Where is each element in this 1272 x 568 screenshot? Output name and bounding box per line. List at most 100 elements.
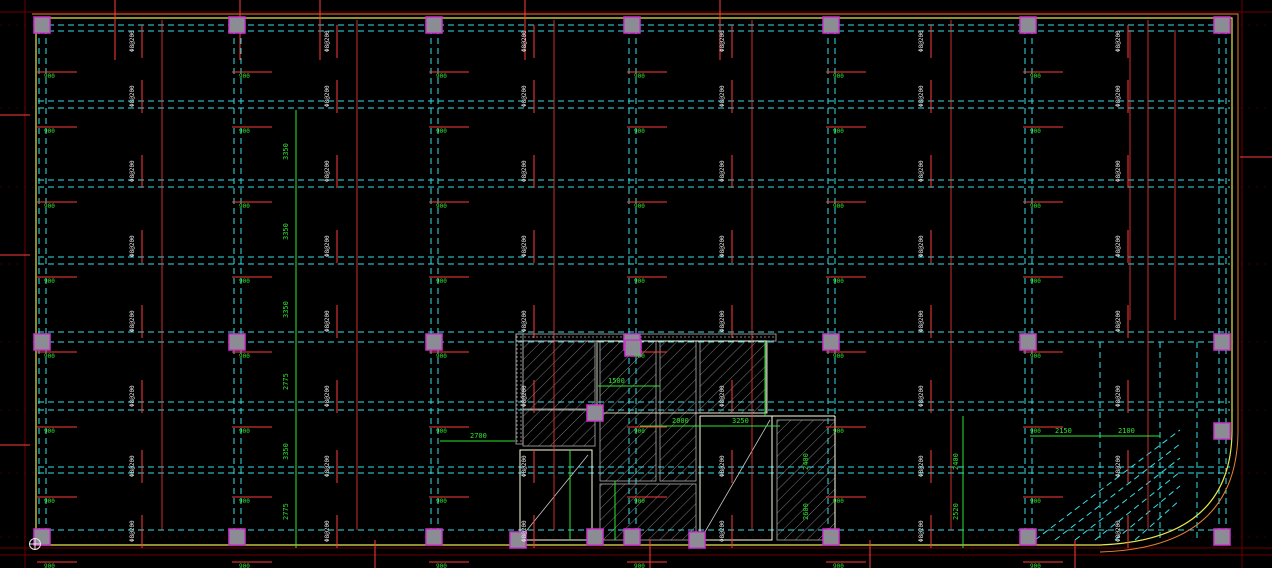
rebar-label: Φ8@200 bbox=[918, 85, 925, 107]
slab-dim-label: 900 bbox=[1030, 73, 1041, 80]
stair-flight-box bbox=[699, 415, 773, 541]
dim-label: 2775 bbox=[282, 503, 290, 520]
rebar-label: Φ8@200 bbox=[129, 310, 136, 332]
rebar-label: Φ8@200 bbox=[918, 520, 925, 542]
rebar-label: Φ8@200 bbox=[719, 520, 726, 542]
slab-dim-label: 900 bbox=[239, 203, 250, 210]
column bbox=[623, 528, 641, 546]
stair-diagonal bbox=[701, 419, 771, 538]
dim-label: 2000 bbox=[672, 417, 689, 425]
slab-dim-label: 900 bbox=[44, 428, 55, 435]
slab-dim-label: 900 bbox=[44, 498, 55, 505]
dim-label: 2400 bbox=[952, 453, 960, 470]
slab-dim-label: 900 bbox=[1030, 278, 1041, 285]
rebar-label: Φ8@200 bbox=[129, 385, 136, 407]
slab-dim-label: 900 bbox=[436, 498, 447, 505]
curve-zone-line bbox=[1054, 443, 1181, 541]
annotation-texts: Φ8@200900Φ8@200900Φ8@200900Φ8@200900Φ8@2… bbox=[44, 30, 1135, 568]
stair-flight-box bbox=[519, 449, 593, 541]
rebar-label: Φ8@200 bbox=[129, 520, 136, 542]
rebar-label: Φ8@200 bbox=[324, 310, 331, 332]
dim-label: 2775 bbox=[282, 373, 290, 390]
slab-dim-label: 900 bbox=[44, 73, 55, 80]
curve-zone-line bbox=[1094, 471, 1181, 541]
rebar-label: Φ8@200 bbox=[129, 235, 136, 257]
rebar-label: Φ8@200 bbox=[918, 310, 925, 332]
core-outline bbox=[596, 340, 768, 414]
slab-dim-label: 900 bbox=[634, 278, 645, 285]
rebar-label: Φ8@200 bbox=[918, 235, 925, 257]
slab-dim-label: 900 bbox=[833, 203, 844, 210]
column bbox=[688, 531, 706, 549]
slab-dim-label: 900 bbox=[44, 353, 55, 360]
rebar-label: Φ8@200 bbox=[719, 160, 726, 182]
dim-label: 1500 bbox=[608, 377, 625, 385]
slab-dim-label: 900 bbox=[239, 353, 250, 360]
column bbox=[33, 16, 51, 34]
rebar-label: Φ8@200 bbox=[1115, 85, 1122, 107]
slab-outline-outer bbox=[32, 13, 1239, 553]
rebar-label: Φ8@200 bbox=[1115, 30, 1122, 52]
dim-label: 2520 bbox=[952, 503, 960, 520]
slab-dim-label: 900 bbox=[634, 563, 645, 568]
column bbox=[624, 339, 642, 357]
column bbox=[228, 528, 246, 546]
slab-dim-label: 900 bbox=[1030, 563, 1041, 568]
rebar-label: Φ8@200 bbox=[324, 235, 331, 257]
rebar-label: Φ8@200 bbox=[719, 30, 726, 52]
curve-zone-line bbox=[1134, 499, 1181, 541]
slab-dim-label: 900 bbox=[436, 563, 447, 568]
column bbox=[586, 404, 604, 422]
rebar-label: Φ8@200 bbox=[521, 455, 528, 477]
rebar-label: Φ8@200 bbox=[324, 30, 331, 52]
slab-dim-label: 900 bbox=[436, 353, 447, 360]
rebar-label: Φ8@200 bbox=[521, 235, 528, 257]
slab-dim-label: 900 bbox=[436, 428, 447, 435]
slab-dim-label: 900 bbox=[1030, 428, 1041, 435]
rebar-label: Φ8@200 bbox=[1115, 385, 1122, 407]
slab-dim-label: 900 bbox=[436, 128, 447, 135]
rebar-label: Φ8@200 bbox=[719, 235, 726, 257]
rebar-label: Φ8@200 bbox=[324, 520, 331, 542]
rebar-label: Φ8@200 bbox=[1115, 455, 1122, 477]
slab-dim-label: 900 bbox=[634, 128, 645, 135]
dim-label: 3350 bbox=[282, 301, 290, 318]
rebar-label: Φ8@200 bbox=[1115, 160, 1122, 182]
slab-dim-label: 900 bbox=[634, 73, 645, 80]
dim-label: 2100 bbox=[1118, 427, 1135, 435]
dim-label: 3250 bbox=[732, 417, 749, 425]
slab-dim-label: 900 bbox=[833, 73, 844, 80]
slab-boundary bbox=[32, 13, 1239, 553]
column bbox=[822, 333, 840, 351]
dim-label: 3350 bbox=[282, 223, 290, 240]
slab-dim-label: 900 bbox=[634, 498, 645, 505]
slab-outline bbox=[35, 17, 1233, 546]
rebar-label: Φ8@200 bbox=[918, 160, 925, 182]
column bbox=[228, 333, 246, 351]
slab-dim-label: 900 bbox=[833, 128, 844, 135]
column bbox=[1019, 16, 1037, 34]
rebar-label: Φ8@200 bbox=[324, 85, 331, 107]
rebar-label: Φ8@200 bbox=[719, 85, 726, 107]
hatched-slab bbox=[522, 409, 596, 447]
hatched-slab bbox=[776, 419, 836, 541]
hatched-slab bbox=[659, 340, 697, 482]
stair-core-area bbox=[515, 333, 1181, 541]
rebar-label: Φ8@200 bbox=[918, 385, 925, 407]
rebar-label: Φ8@200 bbox=[129, 160, 136, 182]
column bbox=[33, 528, 51, 546]
slab-dim-label: 900 bbox=[833, 278, 844, 285]
column bbox=[1213, 422, 1231, 440]
column bbox=[1213, 333, 1231, 351]
slab-dim-label: 900 bbox=[1030, 498, 1041, 505]
slab-dim-label: 900 bbox=[1030, 203, 1041, 210]
rebar-label: Φ8@200 bbox=[719, 455, 726, 477]
curve-zone-line bbox=[1074, 457, 1181, 541]
slab-dim-label: 900 bbox=[44, 563, 55, 568]
column bbox=[425, 528, 443, 546]
rebar-label: Φ8@200 bbox=[521, 310, 528, 332]
slab-dim-label: 900 bbox=[634, 203, 645, 210]
slab-dim-label: 900 bbox=[634, 428, 645, 435]
